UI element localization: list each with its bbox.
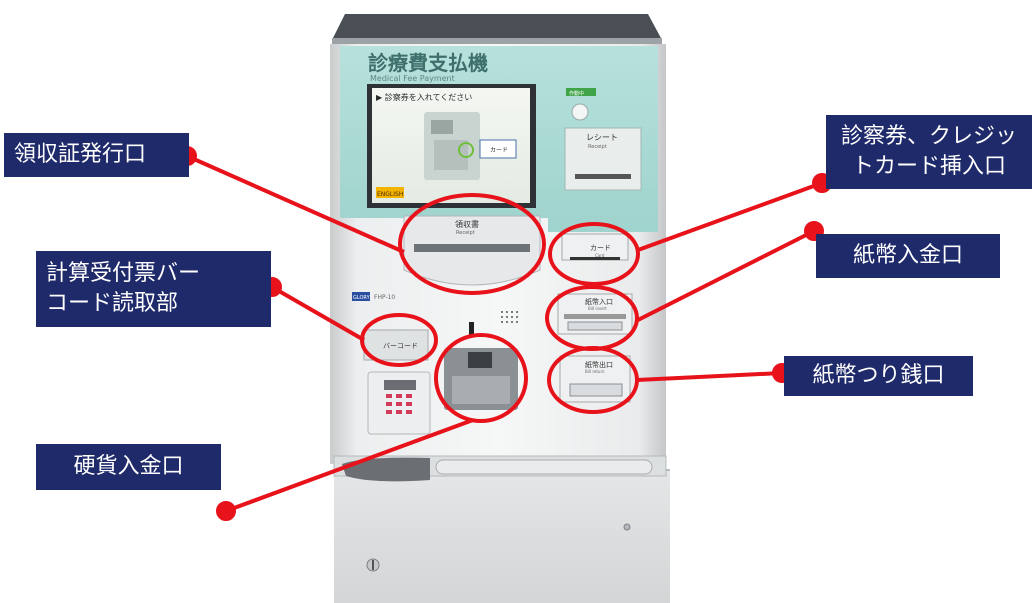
callout-highlights (360, 193, 640, 423)
screen-card-label: カード (490, 147, 508, 154)
speaker-grille (501, 311, 518, 323)
main-receipt-label: 領収書 (455, 219, 479, 229)
screen-prompt: ▶ 診察券を入れてください (376, 92, 472, 102)
label-bill-change: 紙幣つり銭口 (784, 356, 973, 396)
receipt-printer-sub: Receipt (588, 144, 607, 150)
screen-english-label: ENGLISH (377, 191, 403, 198)
kiosk-subtitle: Medical Fee Payment (370, 74, 455, 83)
model-text: FHP-10 (374, 294, 395, 301)
main-receipt-sub: Receipt (456, 230, 475, 236)
highlight-card-slot (548, 222, 640, 286)
kiosk-lower-cabinet (334, 470, 670, 603)
card-slot-sub: Card (595, 253, 605, 258)
label-coin-slot: 硬貨入金口 (36, 444, 221, 490)
bill-return-label: 紙幣出口 (585, 360, 613, 369)
indicator-label: 作動中 (569, 90, 584, 97)
screw (623, 523, 631, 531)
card-slot-label: カード (590, 244, 611, 252)
label-barcode-reader: 計算受付票バー コード読取部 (36, 251, 271, 327)
kiosk-title: 診療費支払機 (368, 51, 488, 75)
label-card-slot: 診察券、クレジッ トカード挿入口 (826, 115, 1032, 189)
callout-dot-coin (216, 501, 236, 521)
barcode-reader-label: バーコード (383, 342, 418, 350)
receipt-printer-panel (564, 127, 642, 191)
kiosk-top-rim (332, 38, 662, 46)
door-handle (435, 459, 653, 475)
label-bill-insert: 紙幣入金口 (816, 234, 1000, 278)
indicator-light (571, 103, 589, 121)
label-receipt-slot: 領収証発行口 (4, 133, 189, 177)
kiosk-top-cap (332, 14, 662, 40)
bill-insert-label: 紙幣入口 (585, 297, 613, 306)
coin-slit (469, 322, 474, 336)
highlight-receipt-slot (398, 193, 546, 295)
bill-insert-sub: Bill insert (588, 306, 607, 311)
bill-return-sub: Bill return (585, 369, 605, 374)
screen-english-button[interactable] (376, 187, 404, 198)
barcode-reader (363, 329, 429, 361)
counter-handle (342, 457, 430, 482)
brand-logo (352, 292, 370, 301)
receipt-printer-label: レシート (586, 133, 618, 142)
highlight-coin-slot (434, 333, 528, 423)
indicator-lamp (566, 88, 596, 96)
brand-text: GLORY (353, 295, 371, 301)
pin-pad-keys (386, 394, 412, 414)
